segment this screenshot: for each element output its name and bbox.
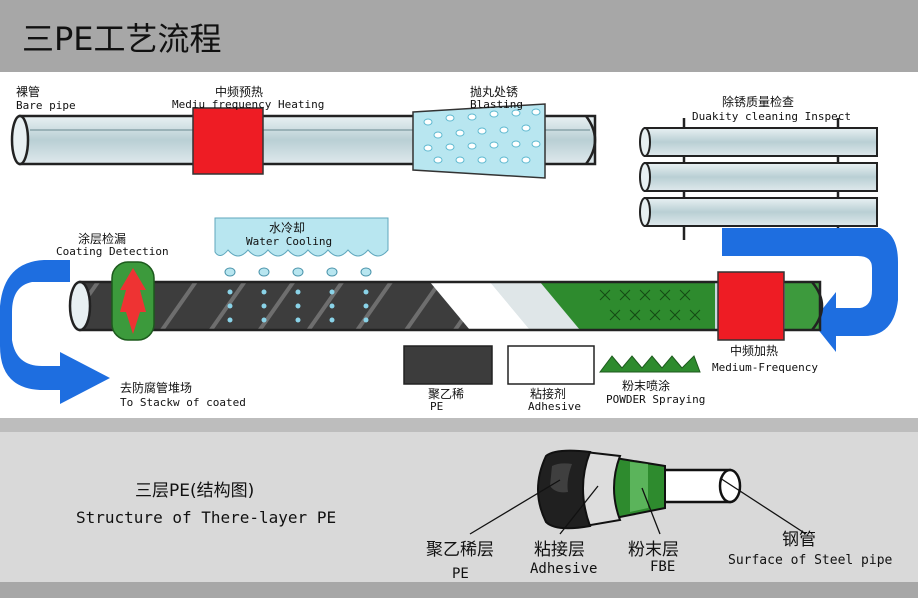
stack-label-en: To Stackw of coated [120,396,246,409]
pe-label-en: PE [430,400,443,413]
pe-label-zh: 聚乙稀 [428,387,464,401]
bare-pipe-label-zh: 裸管 [16,84,40,99]
powder-label-zh: 粉末喷涂 [622,378,670,393]
bare-pipe-label-en: Bare pipe [16,99,76,112]
pe-extruder [403,345,493,385]
mf-preheater [192,107,264,175]
stack-label-zh: 去防腐管堆场 [120,380,192,395]
layer-fbe-zh: 粉末层 [628,540,679,560]
adhesive-label-en: Adhesive [528,400,581,413]
layered-pipe-illustration [537,449,742,530]
detection-label-en: Coating Detection [56,245,169,258]
structure-title-zh: 三层PE(结构图) [135,481,254,501]
detection-label-zh: 涂层检漏 [78,231,126,246]
coating-line-pipe [68,280,824,332]
blasting-label-zh: 抛丸处锈 [470,84,518,99]
layer-adhesive-zh: 粘接层 [534,540,585,560]
layer-adhesive-en: Adhesive [530,561,597,577]
heating-label-en: Mediu frequency Heating [172,98,324,111]
layer-fbe-en: FBE [650,559,675,575]
cooling-label-en: Water Cooling [246,235,332,248]
flow-arrow-left [0,260,110,404]
cooling-label-zh: 水冷却 [269,221,305,235]
inspect-label-zh: 除锈质量检查 [722,94,794,109]
blasting-chamber [412,103,546,179]
layer-pe-en: PE [452,566,469,582]
inspect-label-en: Duakity cleaning Inspect [692,110,851,123]
mf-heating-label-en: Medium-Frequency [712,361,818,374]
header-band [0,0,918,72]
mf-heater [717,271,785,341]
section-divider [0,418,918,432]
footer-band [0,582,918,598]
flow-arrow-right [722,228,898,352]
adhesive-extruder [507,345,595,385]
structure-title-en: Structure of There-layer PE [76,508,336,527]
powder-label-en: POWDER Spraying [606,393,705,406]
coating-detector [111,261,155,341]
inspection-rack [639,118,878,240]
layer-steel-en: Surface of Steel pipe [728,553,893,568]
heating-label-zh: 中频预热 [215,84,263,99]
water-cooling-tank [214,217,389,323]
adhesive-label-zh: 粘接剂 [530,386,566,401]
layer-pe-zh: 聚乙稀层 [426,540,494,560]
layer-steel-zh: 钢管 [782,530,816,550]
blasting-label-en: Blasting [470,98,523,111]
mf-heating-label-zh: 中频加热 [730,343,778,358]
powder-spray-gun [599,355,701,373]
page-title: 三PE工艺流程 [22,20,222,58]
leader-lines [469,477,807,535]
